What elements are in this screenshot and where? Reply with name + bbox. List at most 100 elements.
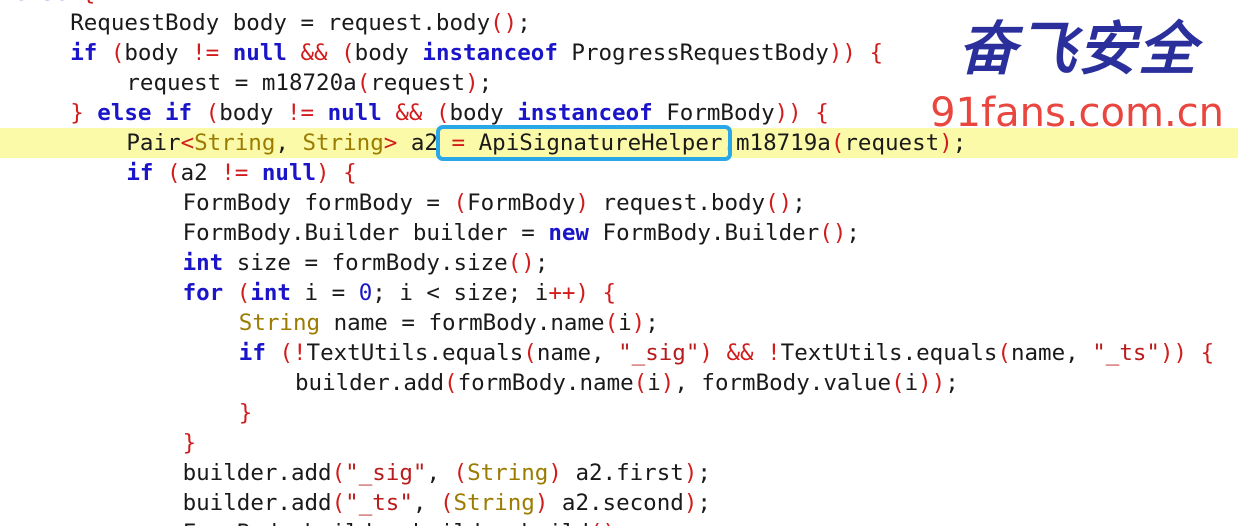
code-token: ; <box>616 520 630 526</box>
code-token <box>153 160 167 186</box>
code-token: () <box>819 220 847 246</box>
code-token: )) <box>1159 340 1188 366</box>
code-token: name, <box>536 340 619 366</box>
code-line[interactable]: for (int i = 0; i < size; i++) { <box>0 278 1238 308</box>
code-token: builder.add <box>295 370 445 396</box>
code-token: a2.second <box>548 490 684 516</box>
code-line[interactable]: builder.add("_sig", (String) a2.first); <box>0 458 1238 488</box>
code-token <box>287 40 301 66</box>
code-token: ; <box>478 70 493 96</box>
code-token: else <box>97 100 152 126</box>
code-token: null <box>261 160 317 186</box>
code-token: ; <box>534 250 549 276</box>
code-token: ) <box>316 160 330 186</box>
code-token: ( <box>523 340 537 366</box>
code-token: ; i < size; i <box>372 280 549 306</box>
code-token <box>248 160 262 186</box>
code-token: { <box>82 0 96 6</box>
code-token: ; <box>846 220 860 246</box>
code-token: builder.add <box>182 490 332 516</box>
code-token: ( <box>110 40 125 66</box>
code-token: ( <box>604 310 619 336</box>
code-token: ( <box>279 340 293 366</box>
code-token: FormBody.Builder builder = <box>182 220 549 246</box>
code-token: < <box>180 130 195 156</box>
code-token <box>422 100 436 126</box>
code-token: ) <box>575 190 589 216</box>
code-token: ( <box>205 100 220 126</box>
code-token: null <box>327 100 382 126</box>
code-token: String <box>238 310 321 336</box>
code-line[interactable]: builder.add("_ts", (String) a2.second); <box>0 488 1238 518</box>
code-token: ) <box>631 310 646 336</box>
code-token: () <box>765 190 793 216</box>
code-token: != <box>221 160 249 186</box>
code-token: ! <box>292 340 307 366</box>
code-token: name = formBody.name <box>320 310 605 336</box>
code-token: () <box>490 10 518 36</box>
code-token: )) <box>774 100 802 126</box>
code-line[interactable]: if (!TextUtils.equals(name, "_sig") && !… <box>0 338 1238 368</box>
code-token: String <box>194 130 276 156</box>
code-line[interactable]: request = m18720a(request); <box>0 68 1238 98</box>
code-line[interactable]: int size = formBody.size(); <box>0 248 1238 278</box>
code-line[interactable]: RequestBody body = request.body(); <box>0 8 1238 38</box>
code-line[interactable]: if (body != null && (body instanceof Pro… <box>0 38 1238 68</box>
code-token: ( <box>633 370 648 396</box>
code-line[interactable]: else { <box>0 0 1238 8</box>
code-token <box>856 40 870 66</box>
code-line[interactable]: } <box>0 398 1238 428</box>
code-token: 0 <box>358 280 373 306</box>
code-token: ) <box>465 70 479 96</box>
code-token: ) <box>534 490 549 516</box>
code-token <box>330 160 344 186</box>
code-line[interactable]: builder.add(formBody.name(i), formBody.v… <box>0 368 1238 398</box>
code-token: body <box>449 100 518 126</box>
watermark-url: 91fans.com.cn <box>930 90 1224 136</box>
code-token: if <box>126 160 154 186</box>
code-token: ( <box>435 100 450 126</box>
code-token <box>223 280 237 306</box>
code-token: String <box>467 460 549 486</box>
code-token: ) <box>548 460 562 486</box>
code-token: ( <box>167 160 181 186</box>
code-token: name, <box>1010 340 1093 366</box>
code-token: for <box>182 280 224 306</box>
code-token: i <box>618 310 632 336</box>
code-token: ) <box>575 280 589 306</box>
code-token: Pair <box>126 130 181 156</box>
code-token: "_sig" <box>618 340 700 366</box>
code-line[interactable]: FormBody formBody = (FormBody) request.b… <box>0 188 1238 218</box>
watermark-title: 奋飞安全 <box>957 15 1198 83</box>
code-line[interactable]: FormBody build = builder.build(); <box>0 518 1238 526</box>
code-token: instanceof <box>422 40 558 66</box>
code-token: "_ts" <box>345 490 413 516</box>
code-line[interactable]: Pair<String, String> a2 = ApiSignatureHe… <box>0 128 1238 158</box>
code-token: , formBody.value <box>674 370 892 396</box>
code-token: i <box>647 370 661 396</box>
code-token: ( <box>236 280 251 306</box>
code-token: ( <box>439 490 454 516</box>
code-line[interactable]: } else if (body != null && (body instanc… <box>0 98 1238 128</box>
code-token: int <box>250 280 291 306</box>
code-token: ( <box>444 370 458 396</box>
code-token: FormBody <box>652 100 775 126</box>
code-token: { <box>343 160 357 186</box>
code-token: i = <box>290 280 359 306</box>
code-token <box>219 40 233 66</box>
code-token: body <box>219 100 287 126</box>
code-line[interactable]: if (a2 != null) { <box>0 158 1238 188</box>
code-line[interactable]: } <box>0 428 1238 458</box>
code-token: ++ <box>548 280 576 306</box>
code-token: { <box>602 280 617 306</box>
code-token: ) <box>699 340 713 366</box>
code-token: && <box>300 40 328 66</box>
code-token: a2.first <box>561 460 684 486</box>
code-token: FormBody formBody = <box>182 190 454 216</box>
code-token: && <box>726 340 754 366</box>
code-token: null <box>232 40 287 66</box>
code-line[interactable]: String name = formBody.name(i); <box>0 308 1238 338</box>
code-token: ) <box>683 490 698 516</box>
code-line[interactable]: FormBody.Builder builder = new FormBody.… <box>0 218 1238 248</box>
